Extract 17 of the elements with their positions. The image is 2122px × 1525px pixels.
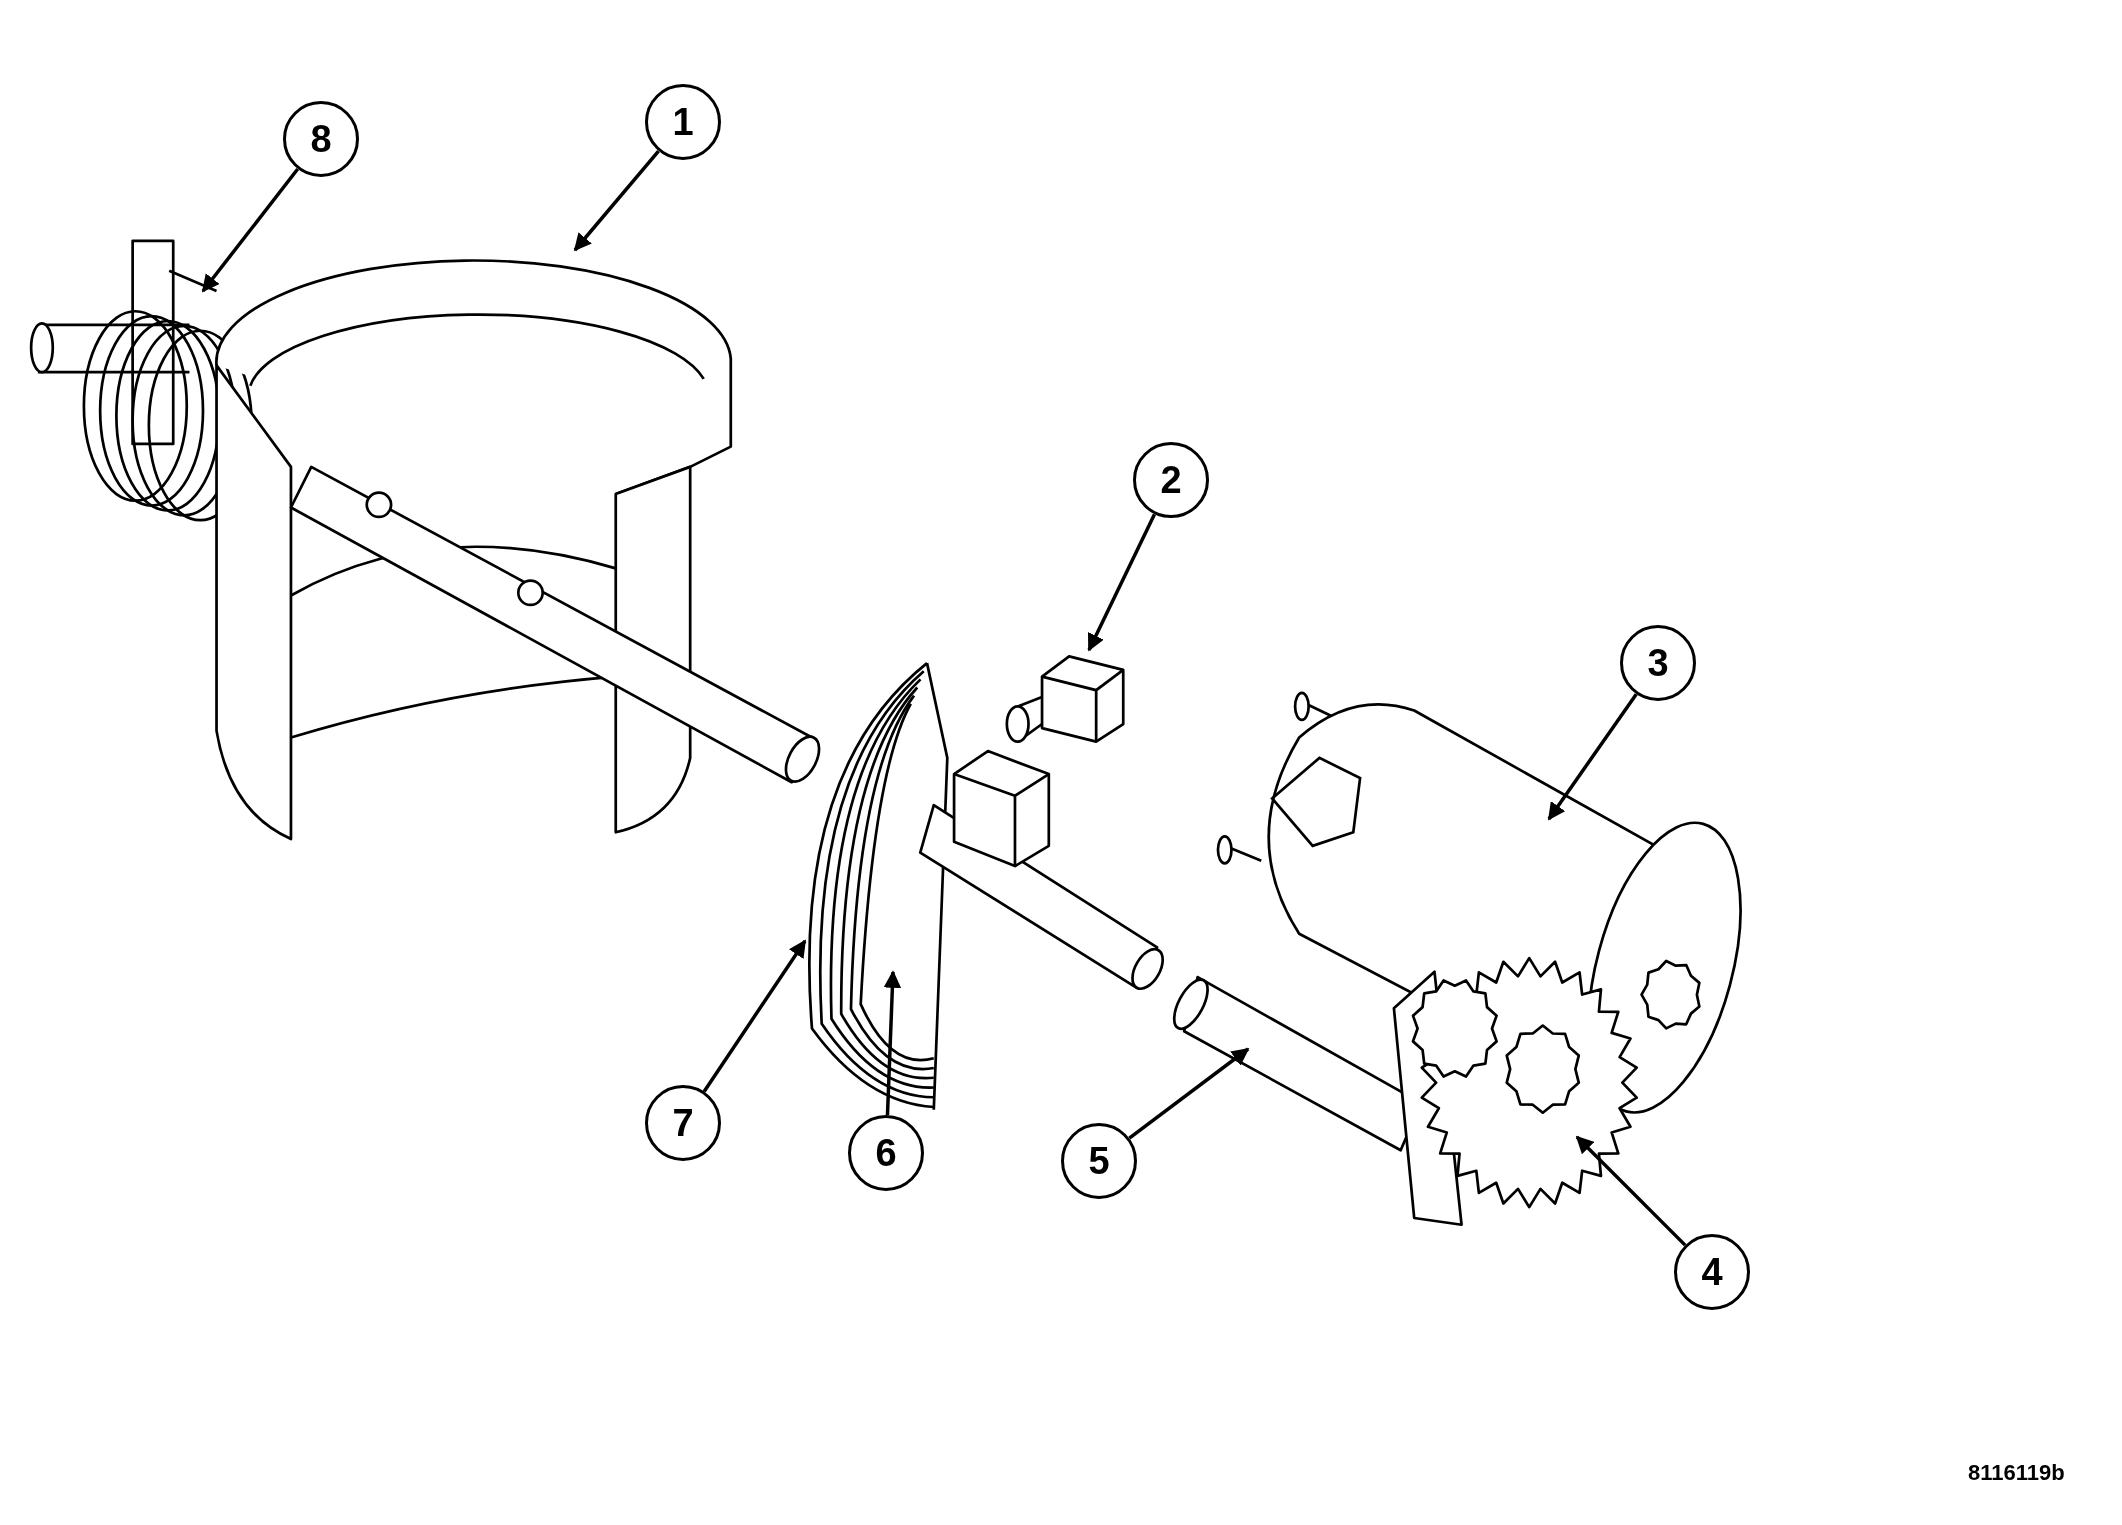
callout-number: 7 bbox=[645, 1085, 721, 1161]
callout-number: 8 bbox=[283, 101, 359, 177]
callout-number: 2 bbox=[1133, 442, 1209, 518]
leader-arrow bbox=[201, 167, 300, 293]
leader-arrow bbox=[883, 970, 902, 1116]
leader-arrow bbox=[573, 149, 660, 252]
callout-number: 5 bbox=[1061, 1123, 1137, 1199]
callout-number: 6 bbox=[848, 1115, 924, 1191]
figure-code: 8116119b bbox=[1968, 1460, 2065, 1486]
leader-arrow bbox=[1575, 1135, 1687, 1247]
leader-arrow bbox=[1087, 513, 1157, 652]
leader-arrow bbox=[1547, 693, 1638, 821]
leader-arrow bbox=[1128, 1047, 1250, 1140]
callout-number: 4 bbox=[1674, 1234, 1750, 1310]
leader-arrow bbox=[702, 939, 807, 1093]
callout-number: 1 bbox=[645, 84, 721, 160]
callout-number: 3 bbox=[1620, 625, 1696, 701]
